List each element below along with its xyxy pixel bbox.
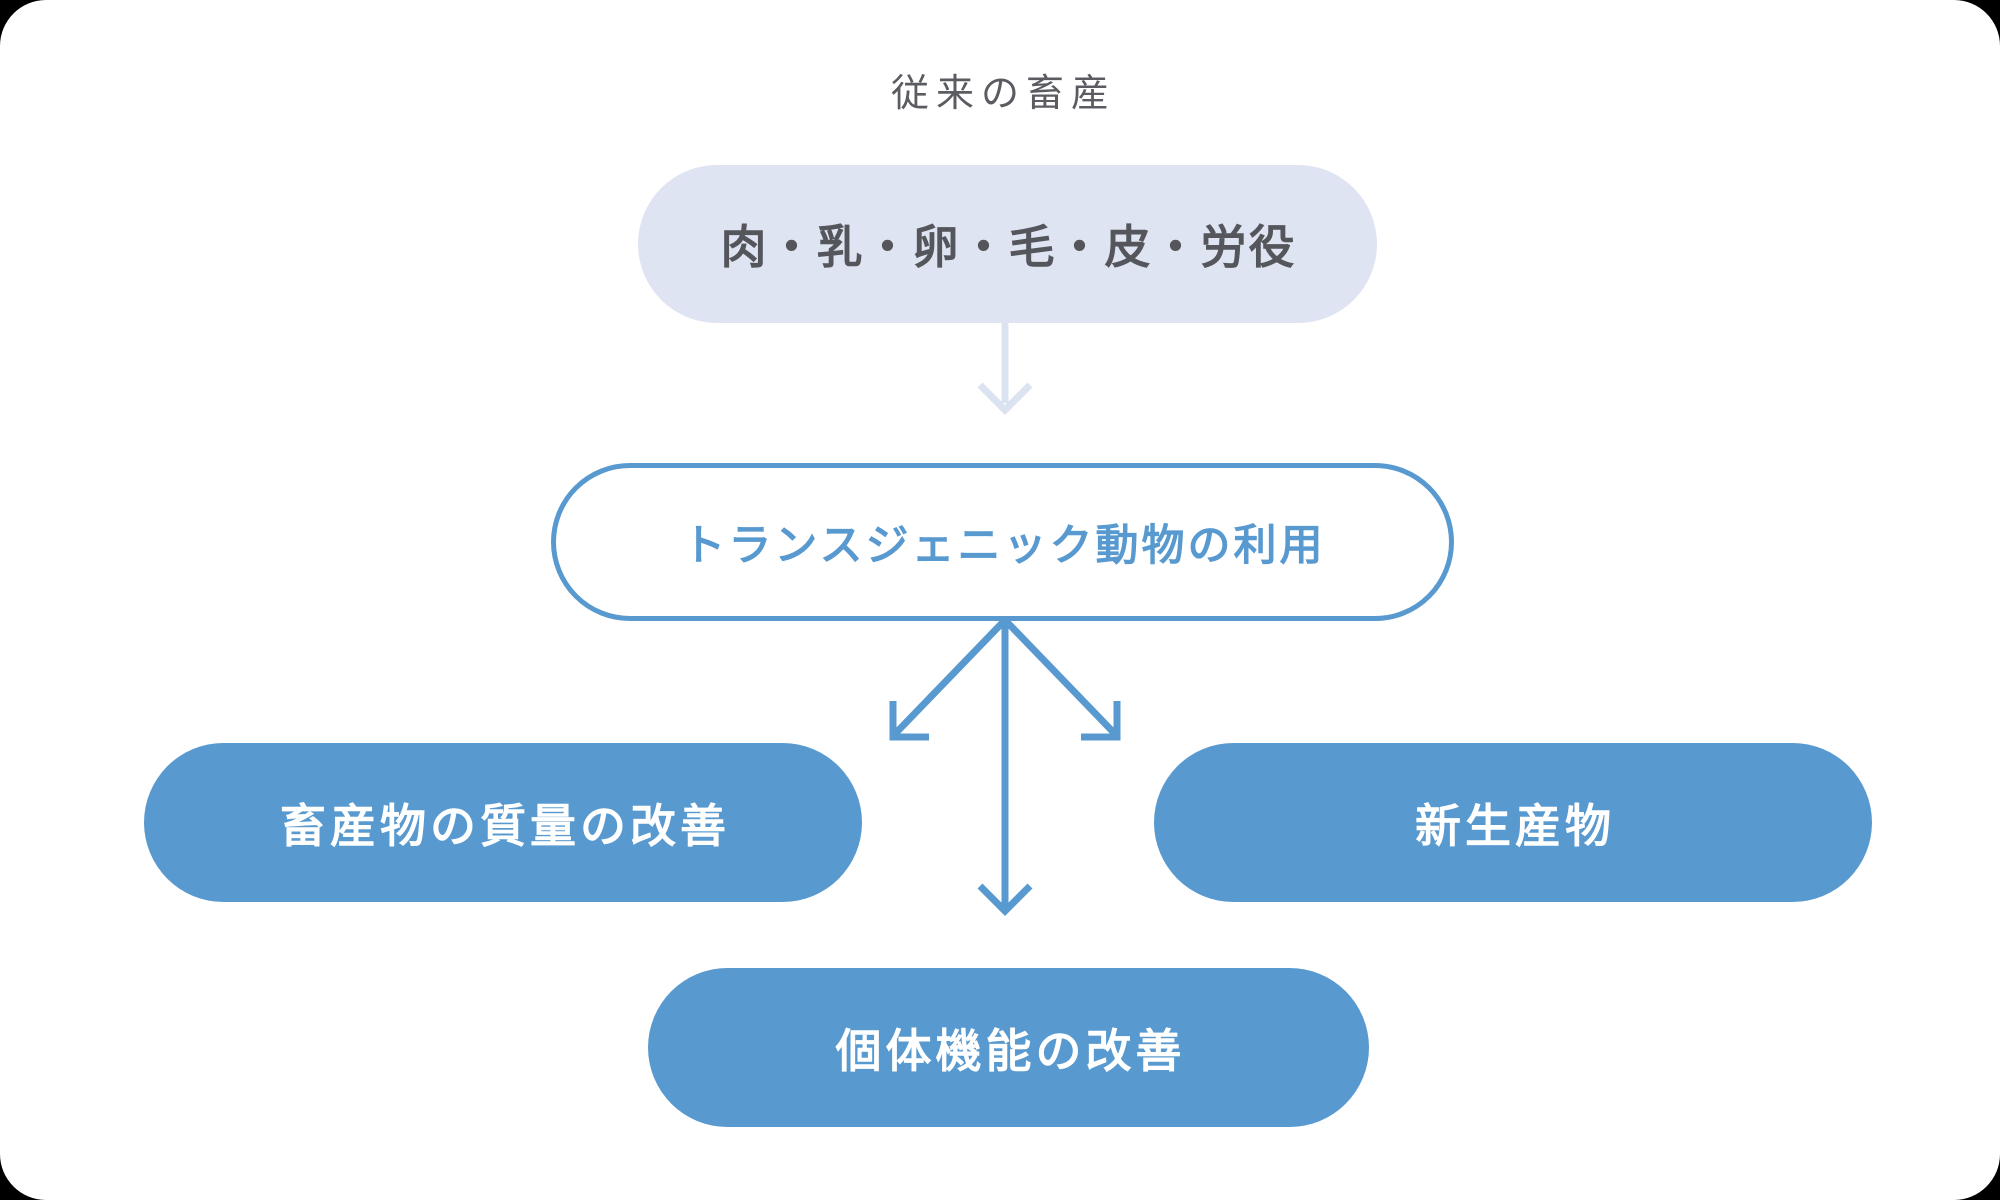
node-individual-function-improvement-label: 個体機能の改善	[835, 1024, 1186, 1077]
node-traditional-products: 肉・乳・卵・毛・皮・労役	[638, 165, 1377, 323]
arrow-down-light-icon	[977, 323, 1033, 415]
node-new-products: 新生産物	[1154, 743, 1872, 902]
arrow-branch-left-icon	[889, 617, 1008, 741]
node-new-products-label: 新生産物	[1415, 799, 1615, 852]
arrow-branch-right-icon	[1002, 617, 1121, 741]
node-traditional-products-label: 肉・乳・卵・毛・皮・労役	[720, 221, 1297, 273]
node-transgenic-animal-use: トランスジェニック動物の利用	[551, 463, 1454, 621]
node-livestock-quality-improvement-label: 畜産物の質量の改善	[280, 799, 730, 852]
node-transgenic-animal-use-label: トランスジェニック動物の利用	[682, 522, 1326, 570]
label-traditional-livestock: 従来の畜産	[890, 73, 1116, 115]
node-livestock-quality-improvement: 畜産物の質量の改善	[144, 743, 862, 902]
arrow-branch-down-icon	[977, 620, 1033, 916]
arrow-branches	[889, 617, 1121, 916]
node-individual-function-improvement: 個体機能の改善	[648, 968, 1369, 1127]
